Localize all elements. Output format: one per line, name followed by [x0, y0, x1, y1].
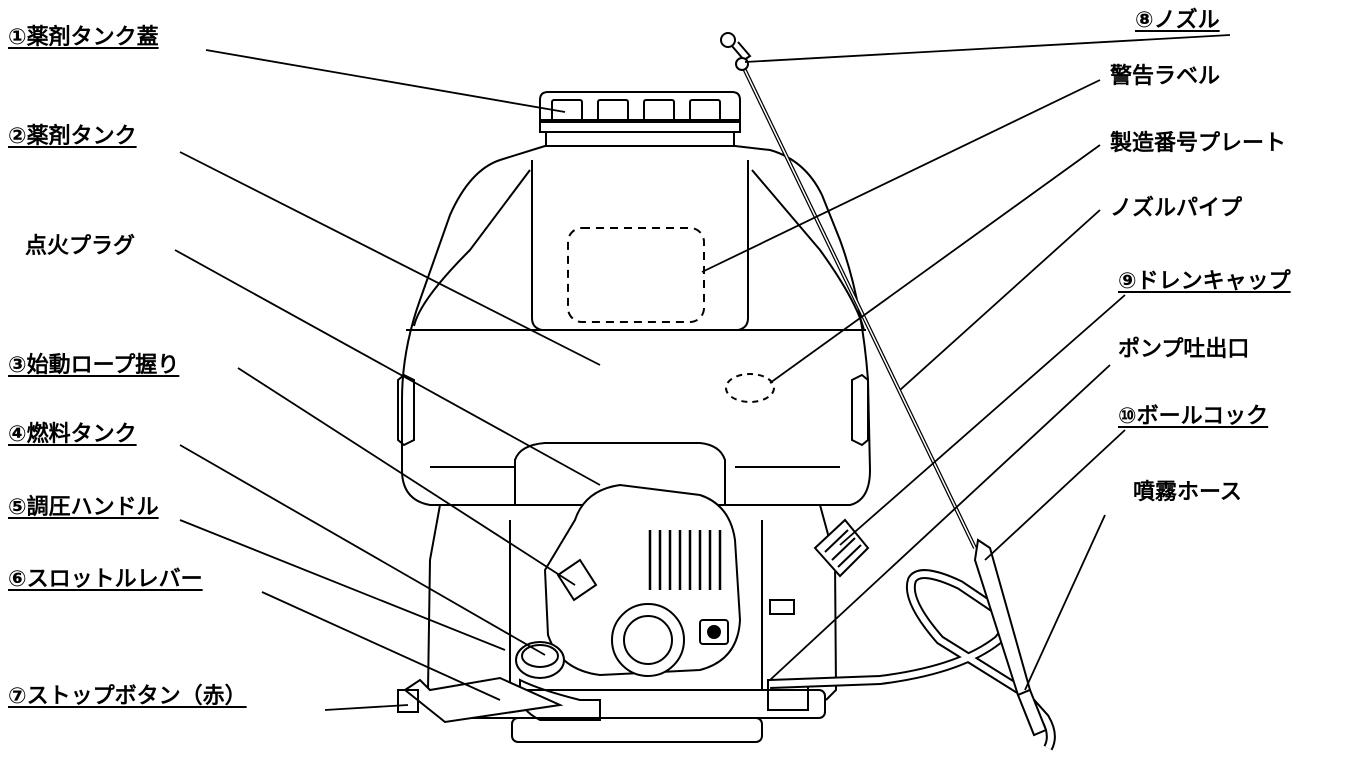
spray-hose: [769, 569, 1056, 751]
engine: [397, 483, 809, 724]
drain-cap: [813, 518, 870, 578]
label-drain-cap: ⑨ドレンキャップ: [1118, 269, 1291, 294]
label-serial-plate: 製造番号プレート: [1110, 131, 1287, 156]
label-tank-lid: ①薬剤タンク蓋: [8, 25, 159, 50]
label-stop-button: ⑦ストップボタン（赤）: [8, 684, 247, 709]
label-fuel-tank: ④燃料タンク: [8, 422, 137, 447]
leader-lines: [174, 34, 1231, 711]
frame: [426, 504, 838, 743]
label-chemical-tank: ②薬剤タンク: [8, 124, 137, 149]
label-pressure-handle: ⑤調圧ハンドル: [8, 495, 159, 520]
label-spray-hose: 噴霧ホース: [1133, 480, 1242, 505]
tank-lid: [539, 91, 741, 147]
label-nozzle-pipe: ノズルパイプ: [1110, 196, 1243, 221]
label-nozzle: ⑧ノズル: [1135, 8, 1220, 33]
label-throttle-lever: ⑥スロットルレバー: [8, 567, 203, 592]
label-pump-outlet: ポンプ吐出口: [1118, 337, 1250, 362]
label-ball-cock: ⑩ボールコック: [1118, 404, 1269, 429]
nozzle-pipe: [738, 59, 1048, 737]
label-spark-plug: 点火プラグ: [25, 234, 136, 259]
label-starter-rope-grip: ③始動ロープ握り: [8, 353, 180, 378]
nozzle-tip: [720, 32, 752, 71]
label-warning-label: 警告ラベル: [1110, 64, 1221, 89]
chemical-tank: [397, 145, 872, 506]
